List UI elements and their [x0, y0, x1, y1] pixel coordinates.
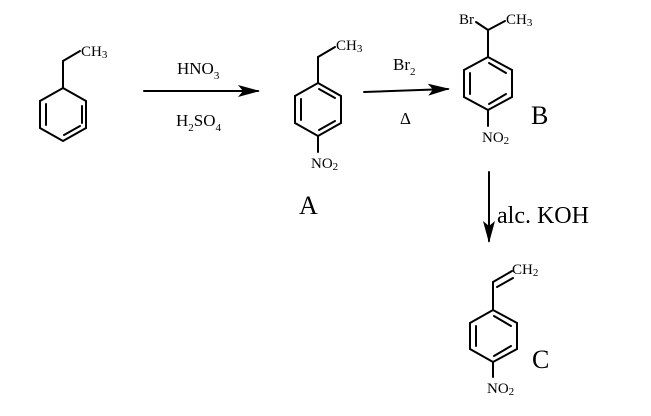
b-br-label: Br — [459, 12, 474, 28]
compound-c-label: C — [532, 345, 549, 374]
ch3-label: CH3 — [81, 44, 108, 61]
b-ch3-label: CH3 — [506, 12, 533, 29]
c-no2-label: NO2 — [487, 381, 514, 398]
compound-b-label: B — [531, 101, 548, 130]
compound-b-structure: Br CH3 NO2 B — [459, 12, 548, 147]
reaction-arrow-2: Br2 Δ — [363, 55, 450, 128]
reagent-heat: Δ — [400, 109, 411, 128]
compound-c-structure: CH2 NO2 C — [469, 262, 549, 398]
compound-a-label: A — [299, 191, 318, 220]
b-no2-label: NO2 — [482, 130, 509, 147]
reagent-alc-koh: alc. KOH — [497, 203, 589, 229]
reagent-br2: Br2 — [393, 55, 416, 78]
compound-a-structure: CH3 NO2 A — [294, 38, 363, 220]
reaction-arrow-3: alc. KOH — [483, 171, 589, 243]
c-ch2-label: CH2 — [512, 262, 538, 279]
a-no2-label: NO2 — [311, 156, 338, 173]
a-ch3-label: CH3 — [336, 38, 363, 55]
ethylbenzene-structure: CH3 — [39, 44, 108, 143]
reaction-arrow-1: HNO3 H2SO4 — [143, 59, 260, 134]
reagent-hno3: HNO3 — [177, 59, 220, 82]
reagent-h2so4: H2SO4 — [176, 111, 222, 134]
